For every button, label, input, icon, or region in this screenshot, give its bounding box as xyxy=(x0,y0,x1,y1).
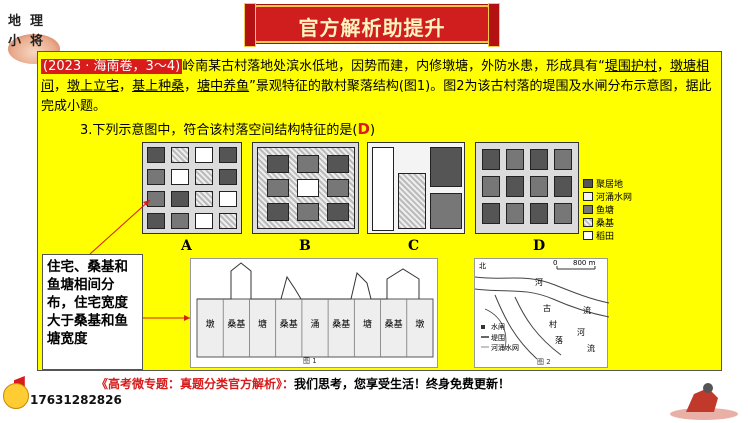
map-cell xyxy=(147,213,165,229)
figure-1-caption: 图 1 xyxy=(303,357,317,365)
map-cell xyxy=(171,191,189,207)
option-b-label[interactable]: B xyxy=(299,238,311,254)
map-cell xyxy=(530,176,548,197)
scale-label: 800 m xyxy=(573,259,596,267)
question-stem: 3.下列示意图中，符合该村落空间结构特征的是(D) xyxy=(80,120,376,138)
fig2-legend-item: 水闸 xyxy=(491,323,505,331)
phone-number: 17631282826 xyxy=(30,393,122,407)
map-cell xyxy=(506,203,524,224)
figure-1: 墩 桑基 塘 桑基 涌 桑基 塘 桑基 墩 图 1 xyxy=(190,258,438,368)
map-cell xyxy=(297,203,319,221)
map-cell xyxy=(482,176,500,197)
map-cell xyxy=(147,169,165,185)
figure-2-caption: 图 2 xyxy=(537,358,551,366)
option-a-map xyxy=(142,142,242,234)
fig2-legend-item: 堤围 xyxy=(491,334,505,342)
fig1-label: 桑基 xyxy=(227,320,246,330)
map-cell xyxy=(372,147,394,231)
map-cell xyxy=(171,213,189,229)
north-label: 北 xyxy=(479,262,486,270)
scale-zero: 0 xyxy=(553,259,558,267)
legend-item: 鱼塘 xyxy=(583,203,645,216)
legend-item: 稻田 xyxy=(583,229,645,242)
map-cell xyxy=(554,149,572,170)
figure-1-drawing xyxy=(196,262,434,358)
map-cell xyxy=(554,176,572,197)
answer-mark: D xyxy=(357,120,370,138)
map-cell xyxy=(482,149,500,170)
map-cell xyxy=(219,147,237,163)
logo-char: 理 xyxy=(30,14,44,29)
map-cell xyxy=(327,155,349,173)
option-c-label[interactable]: C xyxy=(408,238,420,254)
map-cell xyxy=(147,191,165,207)
option-a-label[interactable]: A xyxy=(181,238,192,254)
option-d-label[interactable]: D xyxy=(533,238,546,254)
map-cell xyxy=(506,176,524,197)
map-cell xyxy=(554,203,572,224)
fig1-label: 桑基 xyxy=(384,320,403,330)
logo-char: 将 xyxy=(30,34,44,49)
title-banner: 官方解析助提升 xyxy=(244,3,500,47)
question-text: (2023 · 海南卷，3～4)岭南某古村落地处滨水低地，因势而建，内修墩塘，外… xyxy=(41,59,712,114)
map-cell xyxy=(195,147,213,163)
map-cell xyxy=(219,213,237,229)
callout-note: 住宅、桑基和鱼塘相间分布，住宅宽度大于桑基和鱼塘宽度 xyxy=(42,254,143,370)
map-cell xyxy=(267,155,289,173)
map-cell xyxy=(171,169,189,185)
figure-2: 北 0 800 m 河 古 流 村 落 河 流 水闸 堤围 河涌水网 图 2 xyxy=(474,258,610,368)
banner-title: 官方解析助提升 xyxy=(298,16,446,40)
option-c-map xyxy=(367,142,465,234)
map-legend: 聚居地 河涌水网 鱼塘 桑基 稻田 xyxy=(583,177,645,242)
map-cell xyxy=(171,147,189,163)
fig1-label: 塘 xyxy=(258,320,268,330)
map-cell xyxy=(530,203,548,224)
map-cell xyxy=(327,203,349,221)
figure-2-drawing xyxy=(474,266,610,360)
map-cell xyxy=(506,149,524,170)
smiley-icon xyxy=(3,383,29,409)
fig1-label: 桑基 xyxy=(279,320,298,330)
fig1-label: 塘 xyxy=(362,320,372,330)
knight-decoration-icon xyxy=(670,383,738,420)
map-cell xyxy=(482,203,500,224)
logo: 地 理 小 将 xyxy=(2,4,64,68)
map-cell xyxy=(530,149,548,170)
map-cell xyxy=(219,169,237,185)
option-b-map xyxy=(252,142,359,234)
map-cell xyxy=(327,179,349,197)
map-cell xyxy=(195,213,213,229)
map-cell xyxy=(398,173,426,229)
legend-item: 聚居地 xyxy=(583,177,645,190)
map-cell xyxy=(147,147,165,163)
map-cell xyxy=(297,155,319,173)
map-cell xyxy=(430,193,462,229)
fig1-label: 涌 xyxy=(310,320,320,330)
legend-item: 河涌水网 xyxy=(583,190,645,203)
map-cell xyxy=(219,191,237,207)
map-cell xyxy=(267,203,289,221)
map-cell xyxy=(430,147,462,187)
fig1-label: 墩 xyxy=(415,320,425,330)
map-cell xyxy=(195,169,213,185)
option-d-map xyxy=(475,142,579,234)
fig1-label: 墩 xyxy=(205,320,215,330)
question-source: (2023 · 海南卷，3～4) xyxy=(41,59,183,74)
fig2-legend-item: 河涌水网 xyxy=(491,344,519,352)
footer-promo: 《高考微专题：真题分类官方解析》：我们思考，您享受生活！终身免费更新！ xyxy=(96,377,511,391)
fig1-label: 桑基 xyxy=(332,320,351,330)
logo-char: 地 xyxy=(8,14,22,29)
map-cell xyxy=(297,179,319,197)
legend-item: 桑基 xyxy=(583,216,645,229)
map-cell xyxy=(195,191,213,207)
map-cell xyxy=(267,179,289,197)
logo-char: 小 xyxy=(8,34,22,49)
